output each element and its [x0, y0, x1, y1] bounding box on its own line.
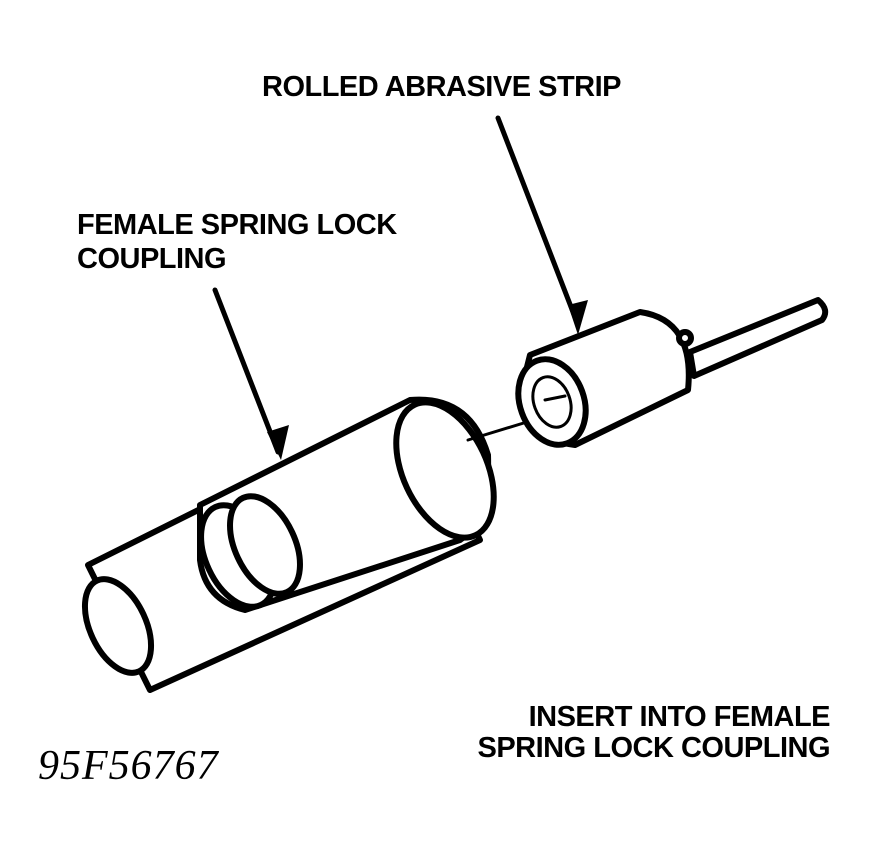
female-coupling-label-line1: FEMALE SPRING LOCK	[77, 209, 397, 241]
abrasive-strip-label: ROLLED ABRASIVE STRIP	[262, 71, 622, 103]
instruction-line2: SPRING LOCK COUPLING	[477, 732, 830, 764]
female-coupling	[197, 396, 497, 613]
tube-end	[81, 576, 155, 676]
leader-arrows	[212, 115, 588, 460]
rod	[687, 297, 829, 379]
coupling-ring-2	[227, 493, 303, 597]
coupling-flare	[393, 399, 497, 541]
strip-bore	[531, 375, 573, 429]
strip-end	[515, 356, 589, 448]
abrasive-strip-leader	[495, 115, 581, 328]
female-coupling-label-line2: COUPLING	[77, 243, 227, 275]
strip-pin	[676, 329, 694, 347]
abrasive-strip-arrowhead	[568, 300, 588, 335]
female-coupling-leader	[212, 287, 281, 455]
instruction-line1: INSERT INTO FEMALE	[528, 701, 831, 733]
strip-slot	[543, 394, 567, 402]
abrasive-strip	[515, 297, 829, 448]
figure-id: 95F56767	[38, 743, 219, 789]
female-coupling-arrowhead	[267, 425, 289, 460]
